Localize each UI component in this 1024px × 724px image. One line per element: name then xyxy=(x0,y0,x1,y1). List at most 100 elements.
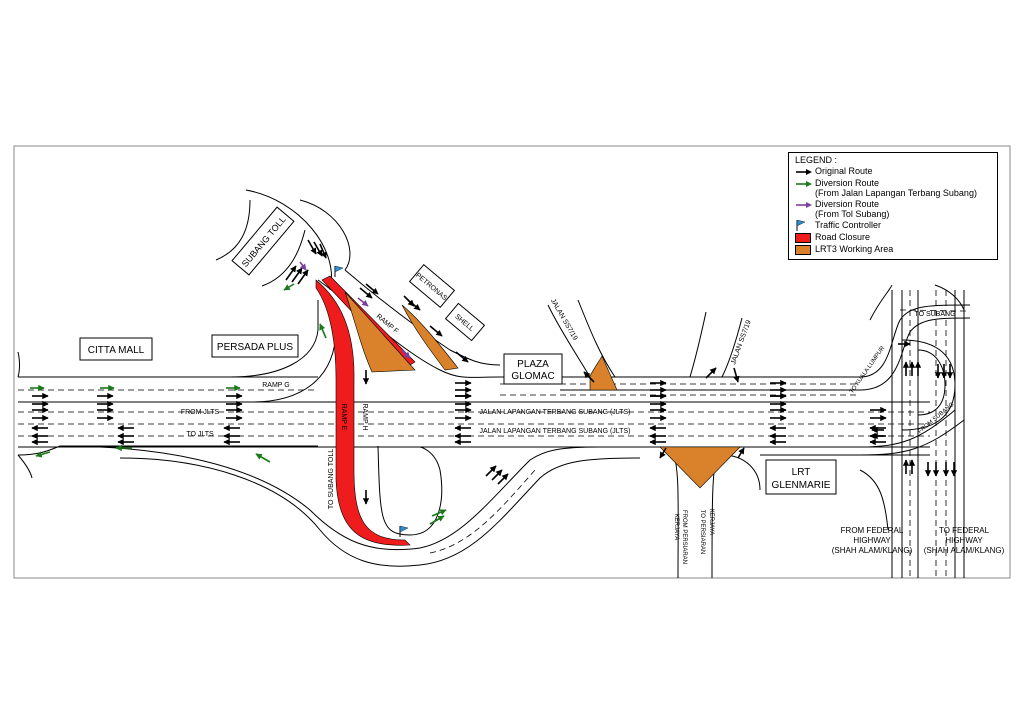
plaza-glomac-label-2: GLOMAC xyxy=(511,371,554,382)
legend-item-label: Diversion Route xyxy=(815,199,880,209)
original-route-arrow xyxy=(313,241,323,257)
red-swatch-icon xyxy=(795,232,815,243)
working-area-glomac xyxy=(589,355,618,391)
ramp-g-label: RAMP G xyxy=(262,382,290,389)
to-subang-label: TO SUBANG xyxy=(914,311,955,318)
map-frame xyxy=(13,145,1011,579)
ramp-e-label: RAMP E xyxy=(340,404,347,431)
legend-item: Road Closure xyxy=(795,232,991,243)
diversion-route-arrows xyxy=(30,283,447,525)
original-route-arrow xyxy=(319,243,327,259)
original-route-arrow xyxy=(659,447,667,459)
legend-item: Traffic Controller xyxy=(795,220,991,231)
working-area-ramp-f xyxy=(344,291,416,373)
original-route-arrow xyxy=(297,269,309,285)
from-federal-label-1: FROM FEDERAL xyxy=(841,526,904,535)
to-persiaran-label-2: KERJAYA xyxy=(708,509,714,535)
lrt-glenmarie-label-1: LRT xyxy=(792,467,811,478)
legend-item: Original Route xyxy=(795,166,991,177)
legend-title: LEGEND : xyxy=(795,155,838,165)
legend-item-label: Traffic Controller xyxy=(815,220,882,230)
to-kuala-lumpur-label: TO KUALA LUMPUR xyxy=(849,345,887,395)
from-federal-label-2: HIGHWAY xyxy=(853,536,891,545)
original-route-arrow xyxy=(285,265,297,281)
to-jlts-label: TO JLTS xyxy=(186,431,214,438)
diversion-route-arrow xyxy=(431,509,447,517)
from-federal-label-3: (SHAH ALAM/KLANG) xyxy=(832,546,913,555)
legend-item-label: Original Route xyxy=(815,166,873,176)
diversion-route-arrow xyxy=(35,451,51,458)
lrt-glenmarie-label-2: GLENMARIE xyxy=(772,480,831,491)
jalan-ss7-19-b-label: JALAN SS7/19 xyxy=(730,319,753,365)
diversion-toll-arrow xyxy=(357,297,369,307)
flag-icon xyxy=(334,265,344,277)
lrt3-working-areas xyxy=(344,291,741,489)
citta-mall-label: CITTA MALL xyxy=(88,345,145,356)
legend-item: LRT3 Working Area xyxy=(795,244,991,255)
buildings xyxy=(79,206,837,495)
jlts-lower-label: JALAN LAPANGAN TERBANG SUBANG (JLTS) xyxy=(480,428,631,435)
original-route-arrow xyxy=(429,325,443,337)
to-subang-toll-label: TO SUBANG TOLL xyxy=(328,449,335,509)
road-labels: RAMP G RAMP F RAMP E RAMP H FROM JLTS TO… xyxy=(181,298,1005,564)
original-route-arrow xyxy=(359,287,373,299)
persada-plus-label: PERSADA PLUS xyxy=(217,342,293,353)
original-route-arrow xyxy=(307,239,317,255)
plaza-glomac-label-1: PLAZA xyxy=(517,359,549,370)
diversion-route-arrow xyxy=(319,323,327,339)
legend-item-label: LRT3 Working Area xyxy=(815,244,894,254)
subang-toll-box xyxy=(231,206,295,276)
original-route-arrow xyxy=(491,469,503,481)
legend-item-label: Diversion Route xyxy=(815,178,880,188)
traffic-controller-flags xyxy=(334,265,409,537)
to-federal-label-3: (SHAH ALAM/KLANG) xyxy=(924,546,1005,555)
diversion-toll-arrow xyxy=(299,261,307,271)
original-route-arrows xyxy=(31,239,958,505)
jlts-upper-label: JALAN LAPANGAN TERBANG SUBANG (JLTS) xyxy=(480,409,631,416)
original-route-arrow xyxy=(705,367,717,379)
original-route-arrow xyxy=(455,351,469,363)
diversion-route-arrow xyxy=(283,283,295,291)
plaza-glomac-box xyxy=(503,353,563,385)
shell-box xyxy=(444,302,486,342)
to-federal-label-1: TO FEDERAL xyxy=(939,526,990,535)
original-route-arrow xyxy=(583,371,595,383)
original-route-arrow xyxy=(737,447,745,459)
purple-arrow-icon xyxy=(795,199,815,210)
working-area-petronas xyxy=(401,304,459,371)
legend-item-label: Road Closure xyxy=(815,232,871,242)
flag-icon xyxy=(399,525,409,537)
legend-item: Diversion Route(From Tol Subang) xyxy=(795,199,991,219)
citta-mall-box xyxy=(79,337,153,361)
original-route-arrow xyxy=(733,367,740,383)
road-closure-ramp-e xyxy=(315,279,411,546)
original-route-arrow xyxy=(497,473,509,485)
diversion-route-arrow xyxy=(255,453,271,463)
from-jlts-label: FROM JLTS xyxy=(181,409,220,416)
legend-item: Diversion Route(From Jalan Lapangan Terb… xyxy=(795,178,991,198)
to-persiaran-label-1: TO PERSIARAN xyxy=(699,510,705,555)
flag-icon xyxy=(795,220,815,231)
working-area-persiaran xyxy=(659,446,741,489)
lrt-glenmarie-box xyxy=(765,459,837,495)
ramp-h-label: RAMP H xyxy=(361,403,368,430)
from-persiaran-label-1: FROM PERSIARAN xyxy=(681,510,687,564)
from-persiaran-label-2: KERJAYA xyxy=(673,514,679,540)
legend-item-sublabel: (From Tol Subang) xyxy=(815,209,890,219)
orange-swatch-icon xyxy=(795,244,815,255)
legend-item-sublabel: (From Jalan Lapangan Terbang Subang) xyxy=(815,188,977,198)
original-route-arrow xyxy=(485,465,497,477)
green-arrow-icon xyxy=(795,178,815,189)
original-route-arrow xyxy=(407,299,421,311)
to-federal-label-2: HIGHWAY xyxy=(945,536,983,545)
persada-plus-box xyxy=(211,334,299,358)
diversion-route-arrow xyxy=(429,515,445,525)
original-route-arrow xyxy=(365,283,379,295)
petronas-box xyxy=(408,264,456,308)
diversion-toll-arrow xyxy=(401,349,411,359)
jalan-ss7-19-a-label: JALAN SS7/19 xyxy=(549,298,578,342)
diversion-toll-arrows xyxy=(299,261,411,359)
black-arrow-icon xyxy=(795,166,815,177)
